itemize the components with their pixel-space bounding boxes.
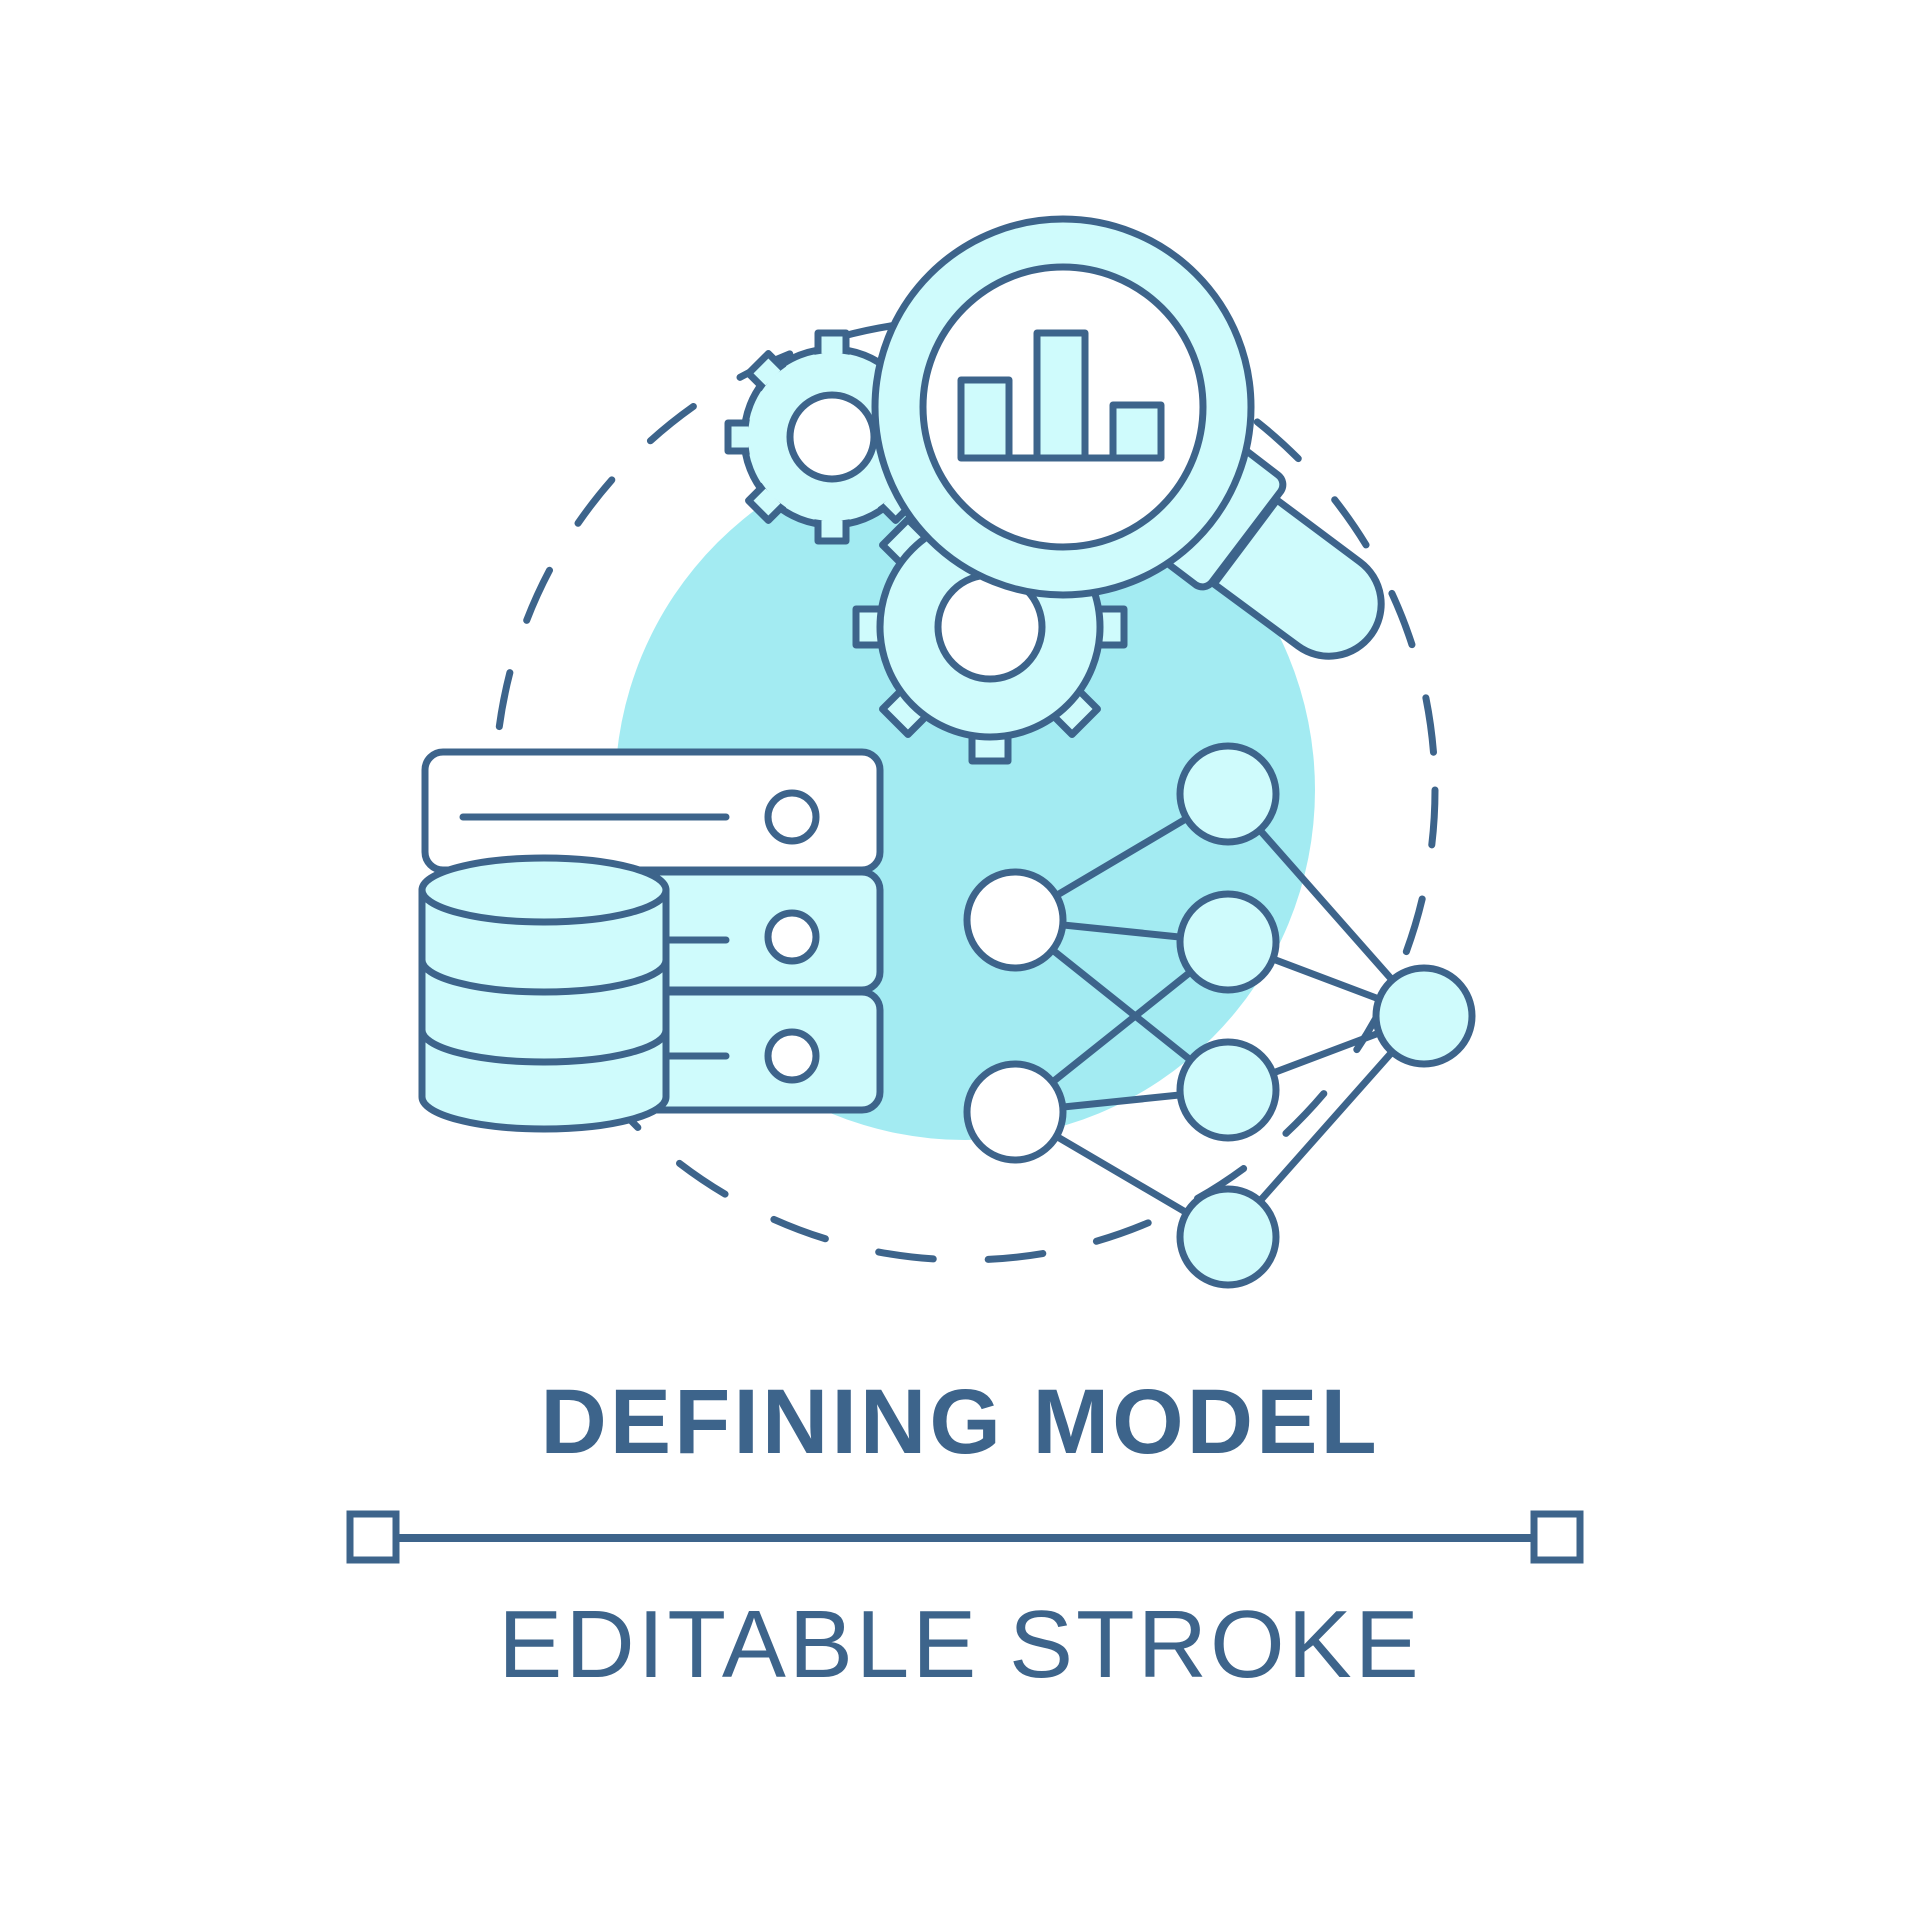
server-led-3 — [764, 1028, 820, 1084]
network-node-hidden-4 — [1176, 1185, 1280, 1289]
icon-subtitle: EDITABLE STROKE — [498, 1591, 1422, 1698]
bar-chart-bar-2 — [1033, 329, 1089, 462]
network-node-hidden-2 — [1176, 890, 1280, 994]
server-icon — [421, 748, 884, 1114]
network-node-output — [1372, 964, 1476, 1068]
icon-title: DEFINING MODEL — [540, 1371, 1380, 1473]
server-led-2 — [764, 909, 820, 965]
database-body — [418, 886, 670, 1133]
bar-chart-icon — [957, 329, 1165, 462]
magnifier-handle — [1210, 496, 1385, 660]
database-ring-2 — [418, 1029, 670, 1066]
network-node-hidden-3 — [1176, 1038, 1280, 1142]
network-node-hidden-1 — [1176, 742, 1280, 846]
database-top — [418, 854, 670, 926]
neural-network-icon — [963, 742, 1476, 1289]
database-ring-1 — [418, 959, 670, 996]
server-led-1 — [764, 789, 820, 845]
bar-chart-bar-1 — [957, 376, 1013, 462]
network-node-input-2 — [963, 1060, 1067, 1164]
network-node-input-1 — [963, 868, 1067, 972]
bar-chart-bar-3 — [1109, 401, 1165, 462]
magnifier-neck — [1159, 448, 1287, 591]
database-icon — [418, 854, 670, 1133]
